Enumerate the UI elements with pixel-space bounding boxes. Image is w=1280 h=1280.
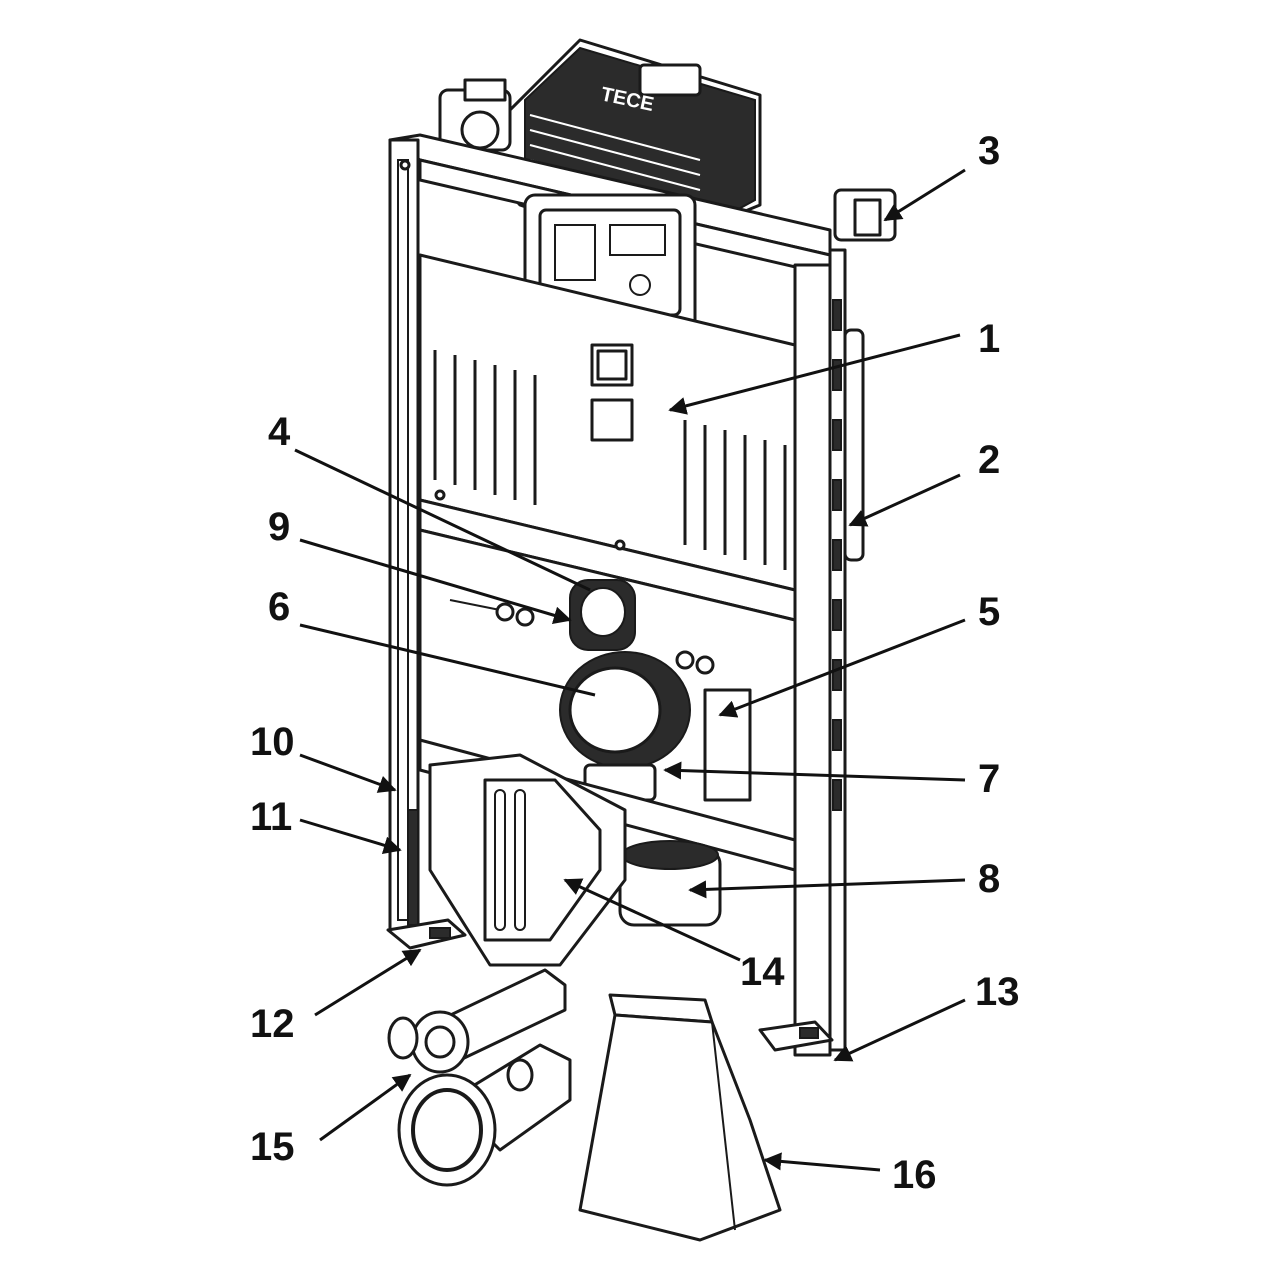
callout-11: 11 (250, 795, 292, 839)
leader-14 (563, 878, 741, 962)
side-bracket (843, 328, 865, 562)
leader-2 (848, 473, 961, 527)
callout-10: 10 (250, 720, 295, 764)
callout-1: 1 (978, 317, 1000, 361)
callout-15: 15 (250, 1125, 295, 1169)
drain-reducer-sleeve (397, 1043, 572, 1187)
leader-16 (763, 1152, 881, 1172)
callout-13: 13 (975, 970, 1020, 1014)
leader-lines (294, 168, 966, 1172)
leader-10 (299, 753, 397, 793)
leader-15 (319, 1073, 412, 1142)
callout-8: 8 (978, 857, 1000, 901)
leader-8 (688, 878, 966, 899)
callout-labels: 1 2 3 4 5 6 7 8 9 10 11 12 13 14 15 16 (250, 129, 1020, 1197)
left-leg-insert (407, 809, 419, 926)
leader-6 (299, 623, 596, 697)
connection-pipe (387, 968, 567, 1074)
panel-left-ribs (433, 350, 537, 505)
callout-3: 3 (978, 129, 1000, 173)
drain-connection-ring (559, 651, 691, 769)
actuator-service-frame (523, 193, 697, 332)
drain-pipe-elbow (618, 840, 722, 927)
leader-5 (718, 618, 966, 718)
callout-9: 9 (268, 505, 290, 549)
leader-11 (299, 818, 402, 854)
top-left-fitting (438, 78, 512, 152)
foot-bracket-housing (428, 753, 627, 967)
leader-3 (883, 168, 966, 222)
right-foot-plate (758, 1020, 834, 1052)
callout-16: 16 (892, 1153, 937, 1197)
panel-right-ribs (683, 420, 787, 570)
callout-12: 12 (250, 1002, 295, 1046)
leader-12 (314, 948, 422, 1017)
left-foot-plate (386, 918, 467, 950)
callout-2: 2 (978, 438, 1000, 482)
leader-7 (663, 761, 966, 782)
callout-6: 6 (268, 585, 290, 629)
callout-7: 7 (978, 757, 1000, 801)
leader-4 (294, 448, 591, 592)
leader-13 (833, 998, 966, 1062)
protective-bag (578, 993, 782, 1242)
frame-right-upright (793, 248, 847, 1057)
top-right-bracket (833, 188, 897, 242)
water-connection-elbow (569, 579, 636, 651)
callout-5: 5 (978, 590, 1000, 634)
leader-9 (299, 538, 572, 625)
leader-1 (668, 333, 961, 415)
callout-14: 14 (740, 950, 785, 994)
callout-4: 4 (268, 410, 291, 454)
